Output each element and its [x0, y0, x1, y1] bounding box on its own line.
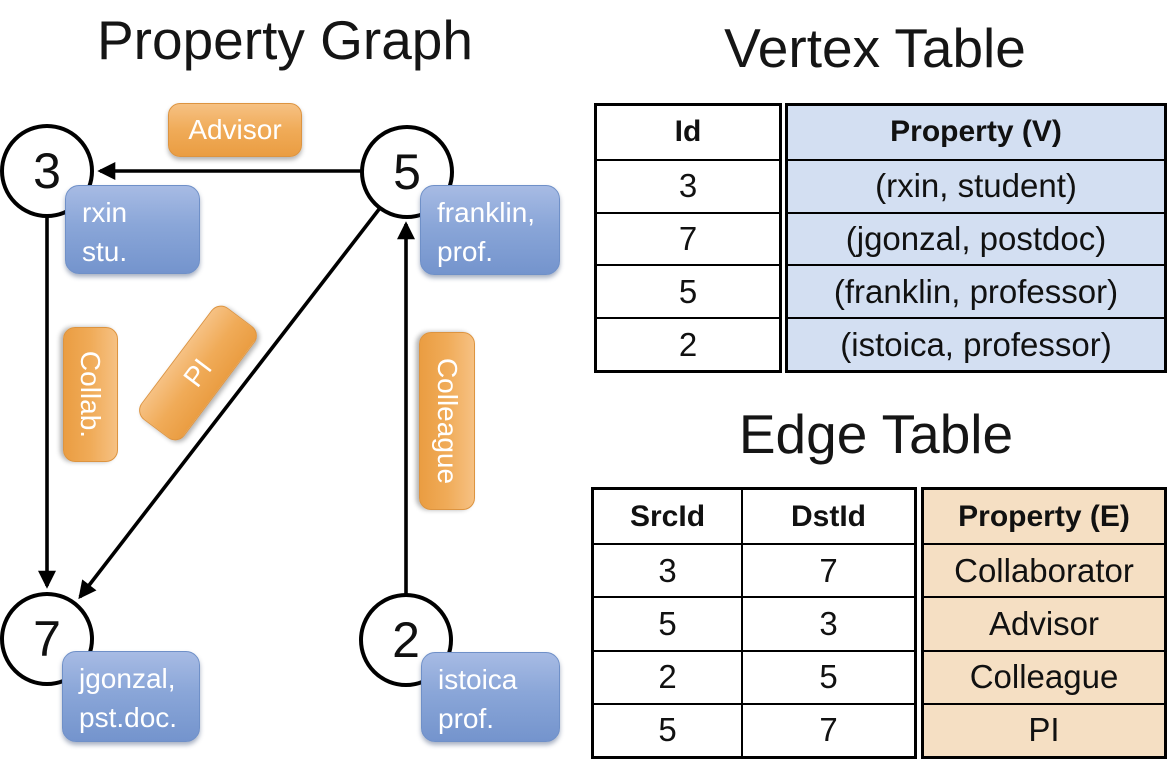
- node-id-2: 2: [392, 612, 420, 668]
- edge-table-cell-property: Collaborator: [924, 543, 1164, 596]
- vertex-table-cell-id: 3: [597, 158, 779, 212]
- edge-label-advisor: Advisor: [168, 103, 302, 157]
- vertex-property-line: stu.: [82, 235, 128, 267]
- edge-table-header-property: Property (E): [958, 499, 1130, 533]
- edge-table-cell-srcid: 5: [594, 596, 743, 650]
- vertex-table-title: Vertex Table: [724, 17, 1026, 79]
- vertex-property-line: prof.: [438, 702, 495, 734]
- edge-label-colleague: Colleague: [419, 332, 475, 510]
- property-graph-title: Property Graph: [96, 9, 473, 71]
- edge-table-cell-dstid: 5: [743, 649, 914, 703]
- vertex-property-line: rxin: [82, 197, 128, 228]
- node-id-5: 5: [393, 144, 421, 200]
- vertex-table-cell-property: (istoica, professor): [788, 317, 1164, 370]
- vertex-table-cell-property: (rxin, student): [788, 158, 1164, 212]
- edge-table-cell-dstid: 7: [743, 543, 914, 596]
- node-id-7: 7: [33, 611, 61, 667]
- vertex-property-line: jgonzal,: [79, 663, 176, 694]
- edge-table-header-srcid: SrcId: [594, 490, 743, 544]
- vertex-table-header-property: Property (V): [890, 115, 1062, 149]
- edge-table-cell-srcid: 3: [594, 543, 743, 597]
- vertex-table-cell-id: 5: [597, 264, 779, 317]
- vertex-table-cell-id: 2: [597, 317, 779, 370]
- edge-table-title: Edge Table: [738, 403, 1014, 465]
- edge-table-cell-property: PI: [924, 702, 1164, 756]
- vertex-table-id-column: Id 3 7 5 2: [594, 103, 782, 373]
- vertex-table-property-column: Property (V) (rxin, student) (jgonzal, p…: [785, 103, 1167, 373]
- vertex-property-line: prof.: [437, 235, 494, 267]
- edge-label-pi: PI: [134, 300, 262, 446]
- node-id-3: 3: [33, 143, 61, 199]
- edge-table-cell-dstid: 7: [743, 702, 914, 756]
- edge-label-collab: Collab.: [63, 327, 118, 462]
- vertex-property-box-7: jgonzal, pst.doc.: [62, 651, 200, 742]
- vertex-table-cell-id: 7: [597, 211, 779, 265]
- edge-table-cell-srcid: 2: [594, 649, 743, 703]
- edge-table-cell-property: Advisor: [924, 596, 1164, 649]
- vertex-property-line: istoica: [438, 664, 518, 695]
- vertex-property-line: franklin,: [437, 197, 536, 228]
- vertex-table-cell-property: (jgonzal, postdoc): [788, 211, 1164, 265]
- edge-table-cell-srcid: 5: [594, 702, 743, 756]
- vertex-property-box-2: istoica prof.: [421, 652, 560, 742]
- edge-table-cell-property: Colleague: [924, 649, 1164, 703]
- vertex-property-box-5: franklin, prof.: [420, 185, 560, 275]
- edge-table-property-column: Property (E) Collaborator Advisor Collea…: [921, 487, 1167, 759]
- edge-table-header-dstid: DstId: [791, 499, 866, 533]
- vertex-table-header-id: Id: [674, 115, 702, 149]
- vertex-table-cell-property: (franklin, professor): [788, 264, 1164, 317]
- edge-table-cell-dstid: 3: [743, 596, 914, 649]
- vertex-property-box-3: rxin stu.: [65, 185, 200, 274]
- edge-table-id-columns: SrcId DstId 3 7 5 3 2 5 5 7: [591, 487, 917, 759]
- vertex-property-line: pst.doc.: [79, 701, 178, 733]
